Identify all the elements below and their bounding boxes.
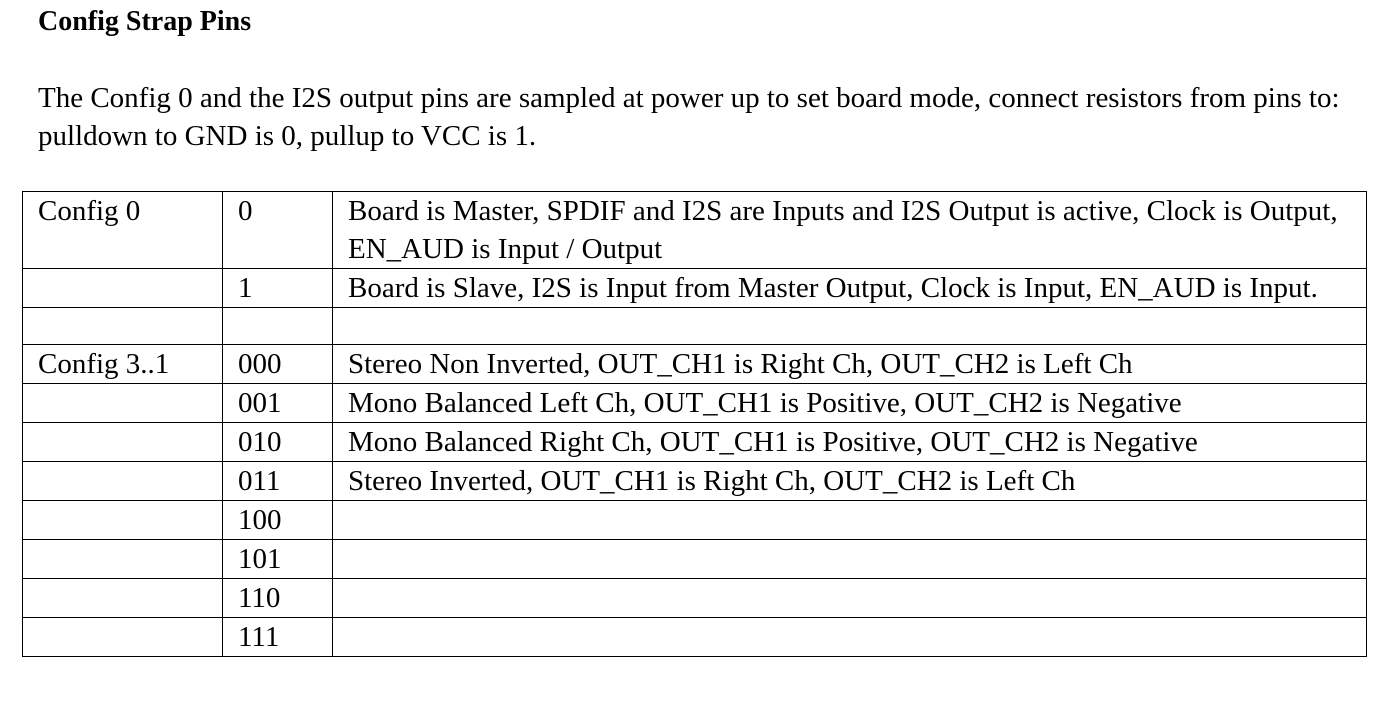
description-cell xyxy=(332,307,1367,345)
config-cell xyxy=(22,268,223,308)
description-cell: Stereo Non Inverted, OUT_CH1 is Right Ch… xyxy=(332,344,1367,384)
table-row: 110 xyxy=(22,578,1367,618)
value-cell: 1 xyxy=(222,268,333,308)
table-row: 111 xyxy=(22,617,1367,657)
table-row: 011 Stereo Inverted, OUT_CH1 is Right Ch… xyxy=(22,461,1367,501)
description-cell xyxy=(332,617,1367,657)
table-row: Config 3..1 000 Stereo Non Inverted, OUT… xyxy=(22,344,1367,384)
value-cell xyxy=(222,307,333,345)
value-cell: 0 xyxy=(222,191,333,269)
config-cell: Config 3..1 xyxy=(22,344,223,384)
value-cell: 001 xyxy=(222,383,333,423)
config-cell xyxy=(22,422,223,462)
config-cell xyxy=(22,539,223,579)
section-heading: Config Strap Pins xyxy=(38,6,252,37)
value-cell: 101 xyxy=(222,539,333,579)
description-cell: Stereo Inverted, OUT_CH1 is Right Ch, OU… xyxy=(332,461,1367,501)
config-cell: Config 0 xyxy=(22,191,223,269)
description-cell: Mono Balanced Left Ch, OUT_CH1 is Positi… xyxy=(332,383,1367,423)
config-cell xyxy=(22,500,223,540)
description-cell xyxy=(332,500,1367,540)
table-row xyxy=(22,307,1367,345)
config-cell xyxy=(22,307,223,345)
value-cell: 111 xyxy=(222,617,333,657)
config-strap-table: Config 0 0 Board is Master, SPDIF and I2… xyxy=(22,191,1367,657)
description-cell: Board is Master, SPDIF and I2S are Input… xyxy=(332,191,1367,269)
table-row: Config 0 0 Board is Master, SPDIF and I2… xyxy=(22,191,1367,269)
value-cell: 011 xyxy=(222,461,333,501)
table-row: 100 xyxy=(22,500,1367,540)
description-cell xyxy=(332,539,1367,579)
config-cell xyxy=(22,383,223,423)
description-cell: Board is Slave, I2S is Input from Master… xyxy=(332,268,1367,308)
table-row: 1 Board is Slave, I2S is Input from Mast… xyxy=(22,268,1367,308)
value-cell: 000 xyxy=(222,344,333,384)
description-cell: Mono Balanced Right Ch, OUT_CH1 is Posit… xyxy=(332,422,1367,462)
config-cell xyxy=(22,617,223,657)
table-row: 101 xyxy=(22,539,1367,579)
intro-paragraph: The Config 0 and the I2S output pins are… xyxy=(38,82,1340,152)
value-cell: 010 xyxy=(222,422,333,462)
table-row: 001 Mono Balanced Left Ch, OUT_CH1 is Po… xyxy=(22,383,1367,423)
value-cell: 110 xyxy=(222,578,333,618)
config-cell xyxy=(22,578,223,618)
description-cell xyxy=(332,578,1367,618)
value-cell: 100 xyxy=(222,500,333,540)
table-row: 010 Mono Balanced Right Ch, OUT_CH1 is P… xyxy=(22,422,1367,462)
config-cell xyxy=(22,461,223,501)
